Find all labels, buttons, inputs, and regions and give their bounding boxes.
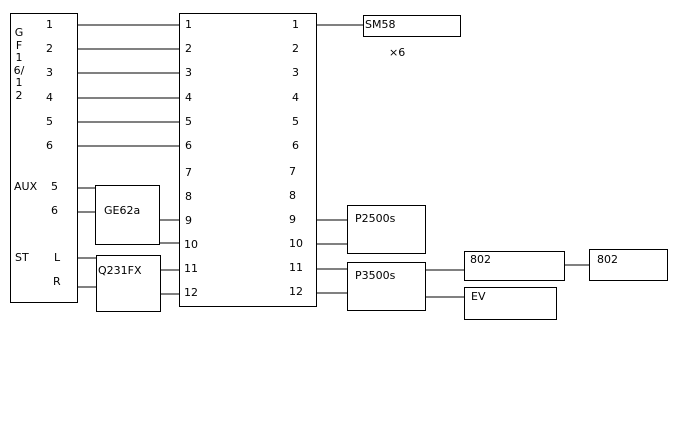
patch-out-3: 3	[292, 66, 299, 79]
patch-in-8: 8	[185, 190, 192, 203]
mixer-ch-5: 5	[46, 115, 53, 128]
aux-ch-6: 6	[51, 204, 58, 217]
patch-in-2: 2	[185, 42, 192, 55]
patch-out-10: 10	[289, 237, 303, 250]
patch-in-7: 7	[185, 166, 192, 179]
amp1-label: P2500s	[355, 212, 396, 225]
patch-out-4: 4	[292, 91, 299, 104]
patch-in-3: 3	[185, 66, 192, 79]
eq1-label: GE62a	[104, 204, 141, 217]
st-label: ST	[15, 251, 29, 264]
speaker3-box	[464, 287, 557, 320]
st-ch-l: L	[54, 251, 61, 264]
patch-in-10: 10	[184, 238, 198, 251]
speaker1-label: 802	[470, 253, 491, 266]
patch-out-1: 1	[292, 18, 299, 31]
eq1-box	[95, 185, 160, 245]
mixer-box	[10, 13, 78, 303]
patch-in-4: 4	[185, 91, 192, 104]
speaker2-label: 802	[597, 253, 618, 266]
st-ch-r: R	[53, 275, 61, 288]
speaker1-box	[464, 251, 565, 281]
mic-label: SM58	[365, 18, 396, 31]
patch-out-9: 9	[289, 213, 296, 226]
patch-out-11: 11	[289, 261, 303, 274]
patch-out-6: 6	[292, 139, 299, 152]
amp2-label: P3500s	[355, 269, 396, 282]
patch-bay-box	[179, 13, 317, 307]
patch-in-5: 5	[185, 115, 192, 128]
mixer-name: GF16/12	[13, 26, 25, 102]
patch-out-12: 12	[289, 285, 303, 298]
patch-out-8: 8	[289, 189, 296, 202]
mixer-ch-4: 4	[46, 91, 53, 104]
aux-label: AUX	[14, 180, 38, 193]
patch-in-1: 1	[185, 18, 192, 31]
aux-ch-5: 5	[51, 180, 58, 193]
patch-in-9: 9	[185, 214, 192, 227]
patch-in-11: 11	[184, 262, 198, 275]
mixer-ch-1: 1	[46, 18, 53, 31]
mixer-ch-6: 6	[46, 139, 53, 152]
mic-multiplier: ×6	[389, 46, 406, 59]
speaker2-box	[589, 249, 668, 281]
amp1-box	[347, 205, 426, 254]
eq2-box	[96, 255, 161, 312]
mic-box	[363, 15, 461, 37]
patch-out-7: 7	[289, 165, 296, 178]
patch-out-2: 2	[292, 42, 299, 55]
amp2-box	[347, 262, 426, 311]
mixer-ch-3: 3	[46, 66, 53, 79]
patch-in-6: 6	[185, 139, 192, 152]
patch-out-5: 5	[292, 115, 299, 128]
eq2-label: Q231FX	[98, 264, 142, 277]
patch-in-12: 12	[184, 286, 198, 299]
mixer-ch-2: 2	[46, 42, 53, 55]
speaker3-label: EV	[471, 290, 486, 303]
